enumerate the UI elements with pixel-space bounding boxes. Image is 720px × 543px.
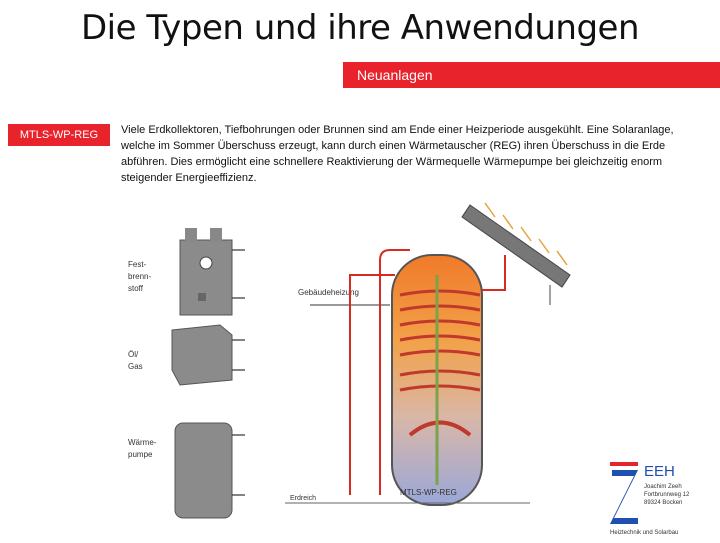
side-label: MTLS-WP-REG [8,124,110,146]
logo-brand: EEH [644,463,675,480]
logo-tagline: Heiztechnik und Solarbau [610,530,678,536]
page-title: Die Typen und ihre Anwendungen [0,8,720,48]
section-bar: Neuanlagen [343,62,720,88]
logo-line1: Joachim Zeeh [644,484,682,490]
label-fest-2: brenn- [128,272,151,281]
label-oel-1: Öl/ [128,350,139,359]
label-oel-2: Gas [128,362,143,371]
boiler-pipes [232,250,245,495]
heat-pump [175,423,232,518]
description-text: Viele Erdkollektoren, Tiefbohrungen oder… [121,122,701,186]
label-erdreich: Erdreich [290,495,316,502]
label-fest-1: Fest- [128,260,147,269]
label-fest-3: stoff [128,284,144,293]
logo-line3: 89324 Bocken [644,500,682,506]
heating-diagram: Fest- brenn- stoff Öl/ Gas Wärme- pumpe … [110,195,580,530]
solid-fuel-boiler [180,228,232,315]
company-logo: EEH Joachim Zeeh Fortbrunnweg 12 89324 B… [608,458,720,538]
label-tank: MTLS-WP-REG [400,488,457,497]
storage-tank [392,255,482,505]
logo-line2: Fortbrunnweg 12 [644,492,690,498]
oil-gas-boiler [172,325,232,385]
label-waerme-1: Wärme- [128,438,157,447]
zeeh-logo-mark: EEH Joachim Zeeh Fortbrunnweg 12 89324 B… [608,458,720,538]
section-tag: Neuanlagen [357,67,433,83]
label-waerme-2: pumpe [128,450,153,459]
